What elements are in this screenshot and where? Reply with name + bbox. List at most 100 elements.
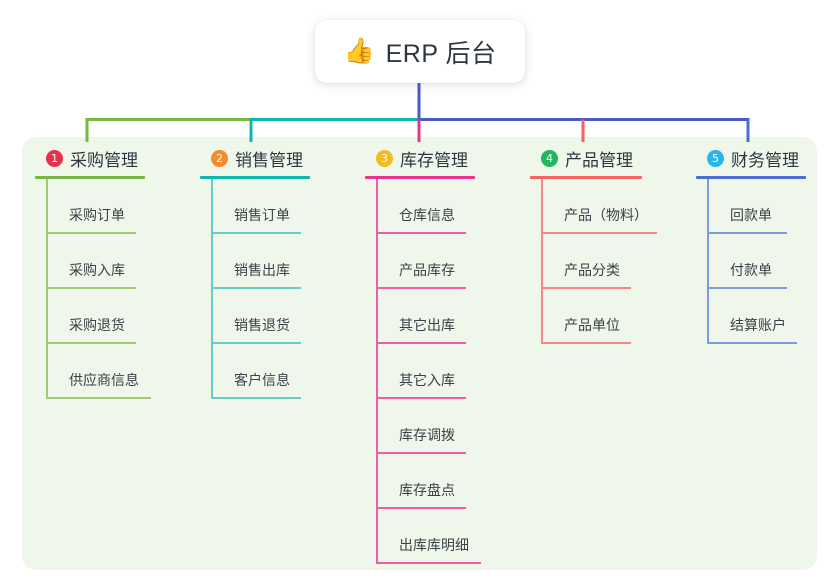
branch-item[interactable]: 结算账户 [707,289,806,344]
branch-item-underline [707,342,797,344]
branch-item-underline [376,397,466,399]
branch-item-underline [211,342,301,344]
branch-spine [376,179,378,564]
branch-header-underline [530,176,642,179]
branch-item-label: 回款单 [730,207,772,223]
branch-item[interactable]: 客户信息 [211,344,310,399]
branch-item[interactable]: 付款单 [707,234,806,289]
branch-header-库存管理[interactable]: 3 库存管理 [365,145,475,171]
branch-item-underline [376,287,466,289]
branch-item-underline [46,342,136,344]
branch-item-label: 产品单位 [564,317,620,333]
branch-item[interactable]: 产品（物料） [541,179,657,234]
branch-item[interactable]: 销售出库 [211,234,310,289]
branch-item-label: 客户信息 [234,372,290,388]
branch-item-underline [376,562,481,564]
branch-item-label: 产品（物料） [564,207,648,223]
branch-item[interactable]: 供应商信息 [46,344,151,399]
branch-header-采购管理[interactable]: 1 采购管理 [35,145,145,171]
branch-item-label: 采购订单 [69,207,125,223]
branch-item-underline [376,232,466,234]
branch-item[interactable]: 仓库信息 [376,179,475,234]
branch-item[interactable]: 库存调拨 [376,399,475,454]
thumbs-up-icon: 👍 [343,37,375,65]
branch-item[interactable]: 出库库明细 [376,509,481,564]
branch-item[interactable]: 产品库存 [376,234,475,289]
branch-item-label: 采购入库 [69,262,125,278]
branch-item[interactable]: 销售退货 [211,289,310,344]
branch-header-underline [365,176,475,179]
branch-item-underline [46,287,136,289]
branch-column-销售管理: 2 销售管理销售订单销售出库销售退货客户信息 [200,145,310,399]
branch-header-销售管理[interactable]: 2 销售管理 [200,145,310,171]
branch-header-产品管理[interactable]: 4 产品管理 [530,145,642,171]
branch-header-underline [696,176,806,179]
branch-item-label: 产品分类 [564,262,620,278]
branch-item-underline [707,287,787,289]
branch-item-label: 产品库存 [399,262,455,278]
branch-item[interactable]: 回款单 [707,179,806,234]
branch-item-underline [376,452,466,454]
branch-header-underline [200,176,310,179]
branch-item-underline [46,397,151,399]
branch-number-badge: 2 [211,149,228,167]
branch-title: 销售管理 [235,150,303,170]
branch-item-underline [376,507,466,509]
branch-title: 库存管理 [400,150,468,170]
branch-item[interactable]: 产品分类 [541,234,642,289]
root-node-card[interactable]: 👍 ERP 后台 [315,20,525,83]
branch-number-badge: 1 [46,149,63,167]
diagram-background-panel [22,137,817,570]
branch-item-label: 库存调拨 [399,427,455,443]
branch-item-label: 出库库明细 [399,537,469,553]
branch-number-badge: 3 [376,149,393,167]
branch-item[interactable]: 产品单位 [541,289,642,344]
branch-item-underline [541,342,631,344]
branch-item-label: 其它出库 [399,317,455,333]
branch-item-underline [46,232,136,234]
branch-item[interactable]: 库存盘点 [376,454,475,509]
branch-spine [541,179,543,344]
branch-number-badge: 4 [541,149,558,167]
branch-title: 财务管理 [731,150,799,170]
branch-item[interactable]: 采购订单 [46,179,145,234]
branch-item-underline [211,287,301,289]
branch-items: 仓库信息产品库存其它出库其它入库库存调拨库存盘点出库库明细 [376,179,481,564]
branch-item-label: 采购退货 [69,317,125,333]
branch-item[interactable]: 采购入库 [46,234,145,289]
branch-items: 采购订单采购入库采购退货供应商信息 [46,179,151,399]
branch-title: 采购管理 [70,150,138,170]
branch-column-产品管理: 4 产品管理产品（物料） 产品分类产品单位 [530,145,657,344]
branch-item-underline [376,342,466,344]
branch-item[interactable]: 销售订单 [211,179,310,234]
branch-item-underline [541,232,657,234]
branch-items: 产品（物料） 产品分类产品单位 [541,179,657,344]
branch-header-财务管理[interactable]: 5 财务管理 [696,145,806,171]
branch-column-财务管理: 5 财务管理回款单付款单结算账户 [696,145,806,344]
branch-column-库存管理: 3 库存管理仓库信息产品库存其它出库其它入库库存调拨库存盘点出库库明细 [365,145,481,564]
branch-item-underline [211,397,301,399]
branch-item-label: 销售订单 [234,207,290,223]
branch-number-badge: 5 [707,149,724,167]
branch-item-underline [211,232,301,234]
branch-item-label: 付款单 [730,262,772,278]
branch-item-underline [707,232,787,234]
branch-spine [46,179,48,399]
branch-spine [211,179,213,399]
branch-item-label: 仓库信息 [399,207,455,223]
branch-spine [707,179,709,344]
branch-header-underline [35,176,145,179]
branch-item-label: 销售出库 [234,262,290,278]
root-node-title: ERP 后台 [385,39,497,68]
branch-items: 回款单付款单结算账户 [707,179,806,344]
branch-item[interactable]: 其它入库 [376,344,475,399]
branch-item[interactable]: 采购退货 [46,289,145,344]
branch-item-label: 库存盘点 [399,482,455,498]
branch-item-label: 其它入库 [399,372,455,388]
branch-item-label: 结算账户 [730,317,786,333]
branch-items: 销售订单销售出库销售退货客户信息 [211,179,310,399]
branch-title: 产品管理 [565,150,633,170]
branch-item-label: 供应商信息 [69,372,139,388]
branch-item[interactable]: 其它出库 [376,289,475,344]
